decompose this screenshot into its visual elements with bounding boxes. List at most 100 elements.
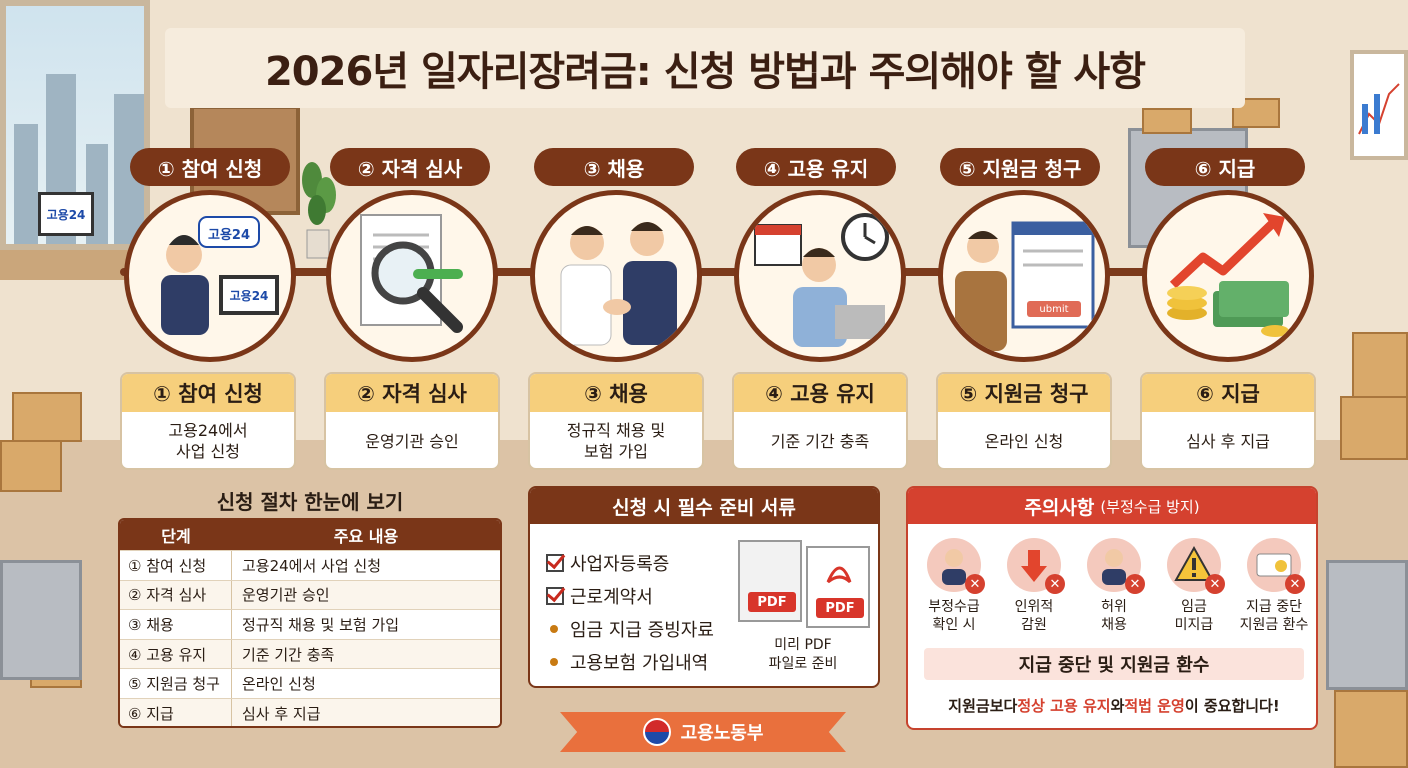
step-pill-4: ④ 고용 유지	[736, 148, 896, 186]
taegeuk-logo-icon	[642, 718, 671, 746]
step-card-desc: 운영기관 승인	[365, 431, 459, 451]
office-desk	[0, 250, 130, 280]
close-icon: ✕	[1045, 574, 1065, 594]
warning-item: ✕ 허위 채용	[1076, 538, 1152, 634]
step-card-desc: 온라인 신청	[984, 431, 1064, 451]
cardboard-box	[1142, 108, 1192, 134]
table-cell: 온라인 신청	[242, 675, 316, 694]
step-illustration-retain	[734, 190, 906, 362]
card-icon: ✕	[1247, 538, 1305, 594]
table-cell: 심사 후 지급	[242, 704, 321, 723]
process-timeline	[120, 268, 1300, 276]
step-card-title: ③ 채용	[530, 374, 702, 412]
wall-chart-board	[1350, 50, 1408, 160]
pdf-tag: PDF	[816, 598, 864, 618]
warning-item-label: 부정수급 확인 시	[928, 599, 980, 633]
cardboard-box	[1340, 396, 1408, 460]
pdf-tag: PDF	[748, 592, 796, 612]
table-row: ② 자격 심사 운영기관 승인	[120, 579, 500, 610]
document-label: 사업자등록증	[570, 553, 670, 575]
ministry-ribbon: 고용노동부	[560, 712, 846, 752]
down-arrow-icon: ✕	[1007, 538, 1065, 594]
monitor-screen: 고용24	[38, 192, 94, 236]
table-cell: 운영기관 승인	[242, 586, 330, 605]
step-card-5: ⑤ 지원금 청구 온라인 신청	[936, 372, 1112, 470]
pdf-file-icon: PDF	[806, 546, 870, 628]
warning-item: ✕ 지급 중단 지원금 환수	[1236, 538, 1312, 634]
step-card-title: ① 참여 신청	[122, 374, 294, 412]
table-cell: ④ 고용 유지	[120, 639, 232, 669]
laptop-logo: 고용24	[229, 288, 269, 303]
footer-highlight: 적법 운영	[1124, 696, 1185, 715]
close-icon: ✕	[1285, 574, 1305, 594]
step-card-2: ② 자격 심사 운영기관 승인	[324, 372, 500, 470]
warning-item-label: 임금 미지급	[1174, 599, 1214, 633]
table-cell: 고용24에서 사업 신청	[242, 556, 382, 575]
pdf-file-icon: PDF	[738, 540, 802, 622]
close-icon: ✕	[965, 574, 985, 594]
conveyor-machine	[0, 560, 82, 680]
step-card-title: ② 자격 심사	[326, 374, 498, 412]
step-pill-3: ③ 채용	[534, 148, 694, 186]
table-header: 단계 주요 내용	[120, 520, 500, 550]
warning-subtitle: (부정수급 방지)	[1100, 497, 1200, 516]
bullet-icon	[550, 657, 558, 666]
footer-highlight: 정상 고용 유지	[1017, 696, 1111, 715]
submit-button-graphic: ubmit	[1039, 303, 1069, 315]
step-illustration-claim: ubmit	[938, 190, 1110, 362]
cardboard-box	[0, 440, 62, 492]
step-card-desc: 고용24에서 사업 신청	[168, 421, 248, 461]
footer-text: 와	[1110, 696, 1125, 715]
person-icon: ✕	[927, 538, 985, 594]
table-cell: ③ 채용	[120, 610, 232, 639]
step-card-title: ⑥ 지급	[1142, 374, 1314, 412]
warning-panel: 주의사항 (부정수급 방지) ✕ 부정수급 확인 시 ✕ 인위적 감원 ✕ 허위…	[906, 486, 1318, 730]
warning-item-label: 지급 중단 지원금 환수	[1239, 599, 1309, 633]
summary-title: 신청 절차 한눈에 보기	[216, 490, 404, 514]
warning-items: ✕ 부정수급 확인 시 ✕ 인위적 감원 ✕ 허위 채용 ✕ 임금 미지급	[916, 538, 1312, 634]
step-illustration-review	[326, 190, 498, 362]
person-icon: ✕	[1087, 538, 1145, 594]
footer-text: 이 중요합니다!	[1184, 696, 1280, 715]
step-card-title: ④ 고용 유지	[734, 374, 906, 412]
close-icon: ✕	[1125, 574, 1145, 594]
document-label: 고용보험 가입내역	[570, 652, 709, 674]
step-pill-5: ⑤ 지원금 청구	[940, 148, 1100, 186]
table-cell: ② 자격 심사	[120, 580, 232, 610]
page-title: 2026년 일자리장려금: 신청 방법과 주의해야 할 사항	[165, 28, 1245, 108]
step-illustration-payout	[1142, 190, 1314, 362]
warning-title: 주의사항	[1024, 496, 1095, 519]
cardboard-box	[12, 392, 82, 442]
table-row: ③ 채용 정규직 채용 및 보험 가입	[120, 609, 500, 639]
warning-item: ✕ 부정수급 확인 시	[916, 538, 992, 634]
warning-item-label: 인위적 감원	[1014, 599, 1054, 633]
step-card-desc: 기준 기간 충족	[770, 431, 870, 451]
step-card-3: ③ 채용 정규직 채용 및 보험 가입	[528, 372, 704, 470]
speech-bubble-logo: 고용24	[207, 227, 250, 243]
warning-item: ✕ 인위적 감원	[996, 538, 1072, 634]
step-card-title: ⑤ 지원금 청구	[938, 374, 1110, 412]
bullet-icon	[550, 624, 558, 633]
step-card-desc: 심사 후 지급	[1186, 431, 1270, 451]
documents-title: 신청 시 필수 준비 서류	[530, 488, 878, 524]
close-icon: ✕	[1205, 574, 1225, 594]
header-content: 주요 내용	[333, 527, 399, 546]
header-step: 단계	[161, 527, 191, 546]
document-label: 임금 지급 증빙자료	[570, 619, 714, 641]
step-pill-1: ① 참여 신청	[130, 148, 290, 186]
warning-item-label: 허위 채용	[1101, 599, 1127, 633]
table-cell: 정규직 채용 및 보험 가입	[242, 615, 400, 634]
footer-text: 지원금보다	[948, 696, 1018, 715]
list-item: 고용보험 가입내역	[546, 645, 714, 678]
warning-item: ✕ 임금 미지급	[1156, 538, 1232, 634]
list-item: 사업자등록증	[546, 546, 714, 579]
step-card-4: ④ 고용 유지 기준 기간 충족	[732, 372, 908, 470]
table-cell: ⑤ 지원금 청구	[120, 669, 232, 698]
warning-bar: 지급 중단 및 지원금 환수	[924, 648, 1304, 680]
list-item: 임금 지급 증빙자료	[546, 612, 714, 645]
